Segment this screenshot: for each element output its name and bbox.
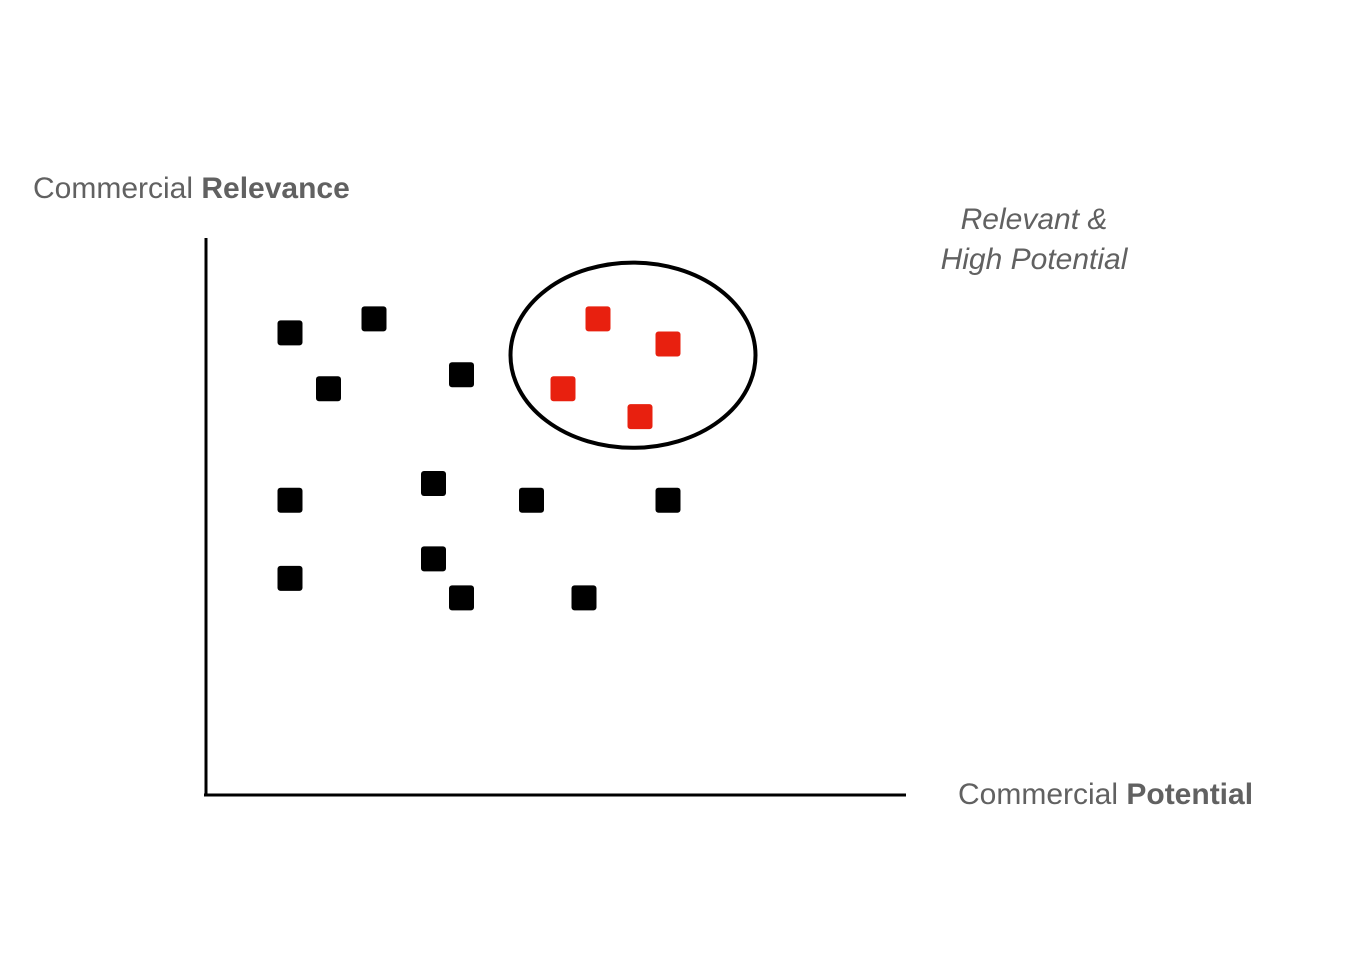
highlight-point-14 [655, 331, 681, 357]
scatter-point-4 [449, 362, 474, 388]
highlight-annotation-line-1: Relevant & [960, 203, 1108, 236]
x-axis-title: Commercial Potential [958, 780, 1253, 810]
y-axis-title-emphasis: Relevance [201, 172, 350, 205]
y-axis-title: Commercial Relevance [33, 174, 350, 204]
scatter-point-7 [519, 487, 544, 513]
scatter-point-11 [449, 585, 474, 611]
y-axis-title-prefix: Commercial [33, 172, 202, 205]
scatter-point-1 [277, 320, 303, 346]
highlight-annotation: Relevant & High Potential [900, 200, 1168, 280]
highlight-point-15 [550, 376, 576, 402]
scatter-point-3 [316, 376, 341, 402]
highlight-annotation-line-2: High Potential [940, 243, 1128, 276]
scatter-point-9 [421, 546, 446, 572]
scatter-point-10 [277, 565, 303, 591]
scatter-point-2 [361, 306, 387, 332]
points-layer [277, 306, 681, 611]
x-axis-title-prefix: Commercial [958, 778, 1127, 811]
scatter-point-5 [421, 471, 446, 496]
scatter-point-6 [277, 487, 303, 513]
scatter-point-8 [655, 487, 681, 513]
x-axis-title-emphasis: Potential [1126, 778, 1254, 811]
highlight-circle [508, 260, 758, 450]
scatter-point-12 [571, 585, 597, 611]
highlight-point-13 [585, 306, 611, 332]
highlight-point-16 [627, 404, 653, 430]
